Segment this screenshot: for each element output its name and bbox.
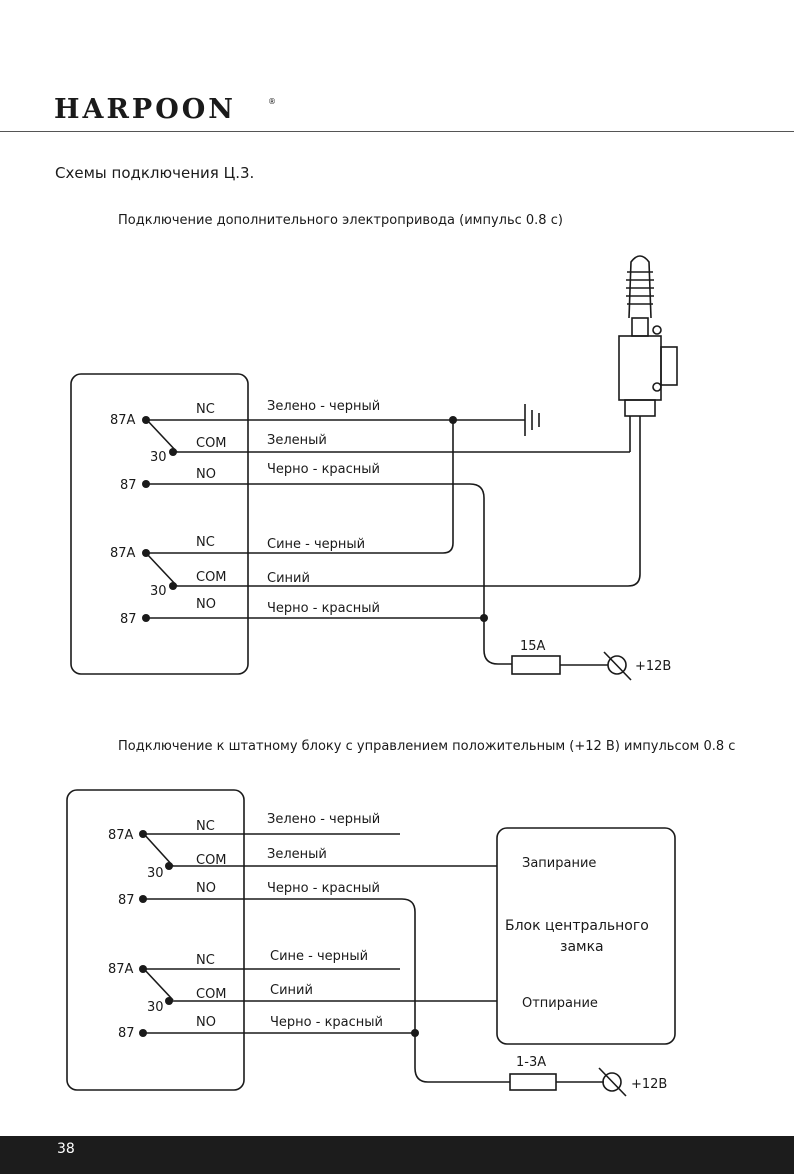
relay-block bbox=[66, 789, 245, 1091]
diagram-label: 87 bbox=[120, 612, 137, 627]
diagram-label: Зеленый bbox=[267, 847, 327, 862]
lock-unit-box bbox=[496, 827, 676, 1045]
diagram-label: Запирание bbox=[522, 856, 596, 871]
diagram-label: Зелено - черный bbox=[267, 399, 380, 414]
diagram-label: 87 bbox=[118, 1026, 135, 1041]
diagram-label: Отпирание bbox=[522, 996, 598, 1011]
diagram-label: NO bbox=[196, 881, 216, 896]
diagram-label: Зелено - черный bbox=[267, 812, 380, 827]
page-number: 38 bbox=[57, 1141, 75, 1157]
wire-black-red bbox=[146, 483, 512, 665]
diagram-2: Подключение к штатному блоку с управлени… bbox=[66, 739, 735, 1097]
footer-bar bbox=[0, 1136, 794, 1174]
diagram-label: Зеленый bbox=[267, 433, 327, 448]
diagram-label: +12B bbox=[631, 1077, 667, 1092]
diagram-label: Сине - черный bbox=[270, 949, 368, 964]
diagram-label: 87A bbox=[108, 828, 134, 843]
diagram-label: Блок центрального bbox=[505, 918, 649, 934]
diagram-2-caption: Подключение к штатному блоку с управлени… bbox=[118, 739, 735, 754]
diagram-label: 30 bbox=[150, 584, 167, 599]
diagram-label: COM bbox=[196, 987, 227, 1002]
diagram-label: 30 bbox=[147, 1000, 164, 1015]
wire-blue-black bbox=[146, 420, 454, 554]
diagram-1-caption: Подключение дополнительного электроприво… bbox=[118, 213, 563, 228]
registered-mark: ® bbox=[268, 97, 276, 106]
diagram-label: COM bbox=[196, 853, 227, 868]
diagram-label: 15A bbox=[520, 639, 546, 654]
diagram-1: Подключение дополнительного электроприво… bbox=[70, 213, 678, 681]
diagram-label: NC bbox=[196, 535, 215, 550]
diagram-label: NC bbox=[196, 953, 215, 968]
relay-block bbox=[70, 373, 249, 675]
fuse bbox=[511, 655, 561, 675]
diagram-label: COM bbox=[196, 570, 227, 585]
power-terminal bbox=[602, 1072, 622, 1092]
diagram-label: 30 bbox=[150, 450, 167, 465]
diagram-label: +12B bbox=[635, 659, 671, 674]
diagram-label: 87A bbox=[110, 413, 136, 428]
wire-blue bbox=[173, 416, 641, 587]
diagram-label: Черно - красный bbox=[267, 601, 380, 616]
wire-black-red bbox=[143, 898, 510, 1083]
diagram-label: NO bbox=[196, 467, 216, 482]
diagram-label: COM bbox=[196, 436, 227, 451]
diagram-label: 30 bbox=[147, 866, 164, 881]
diagram-label: Синий bbox=[267, 571, 310, 586]
diagram-label: NO bbox=[196, 597, 216, 612]
diagram-label: Черно - красный bbox=[267, 881, 380, 896]
diagram-label: Сине - черный bbox=[267, 537, 365, 552]
power-terminal bbox=[607, 655, 627, 675]
section-title: Схемы подключения Ц.3. bbox=[55, 164, 255, 182]
diagram-label: Черно - красный bbox=[270, 1015, 383, 1030]
diagram-label: NC bbox=[196, 402, 215, 417]
diagram-label: 1-3A bbox=[516, 1055, 546, 1070]
actuator-icon bbox=[618, 255, 678, 452]
diagram-label: 87A bbox=[110, 546, 136, 561]
diagram-label: NC bbox=[196, 819, 215, 834]
fuse bbox=[509, 1073, 557, 1091]
diagram-label: 87A bbox=[108, 962, 134, 977]
diagram-label: Черно - красный bbox=[267, 462, 380, 477]
diagram-label: NO bbox=[196, 1015, 216, 1030]
diagram-label: замка bbox=[560, 939, 604, 955]
logo-text: HARPOON bbox=[54, 94, 236, 125]
diagram-label: 87 bbox=[120, 478, 137, 493]
header-divider bbox=[0, 131, 794, 132]
diagram-label: 87 bbox=[118, 893, 135, 908]
harpoon-logo: HARPOON ® bbox=[54, 94, 276, 125]
diagram-label: Синий bbox=[270, 983, 313, 998]
